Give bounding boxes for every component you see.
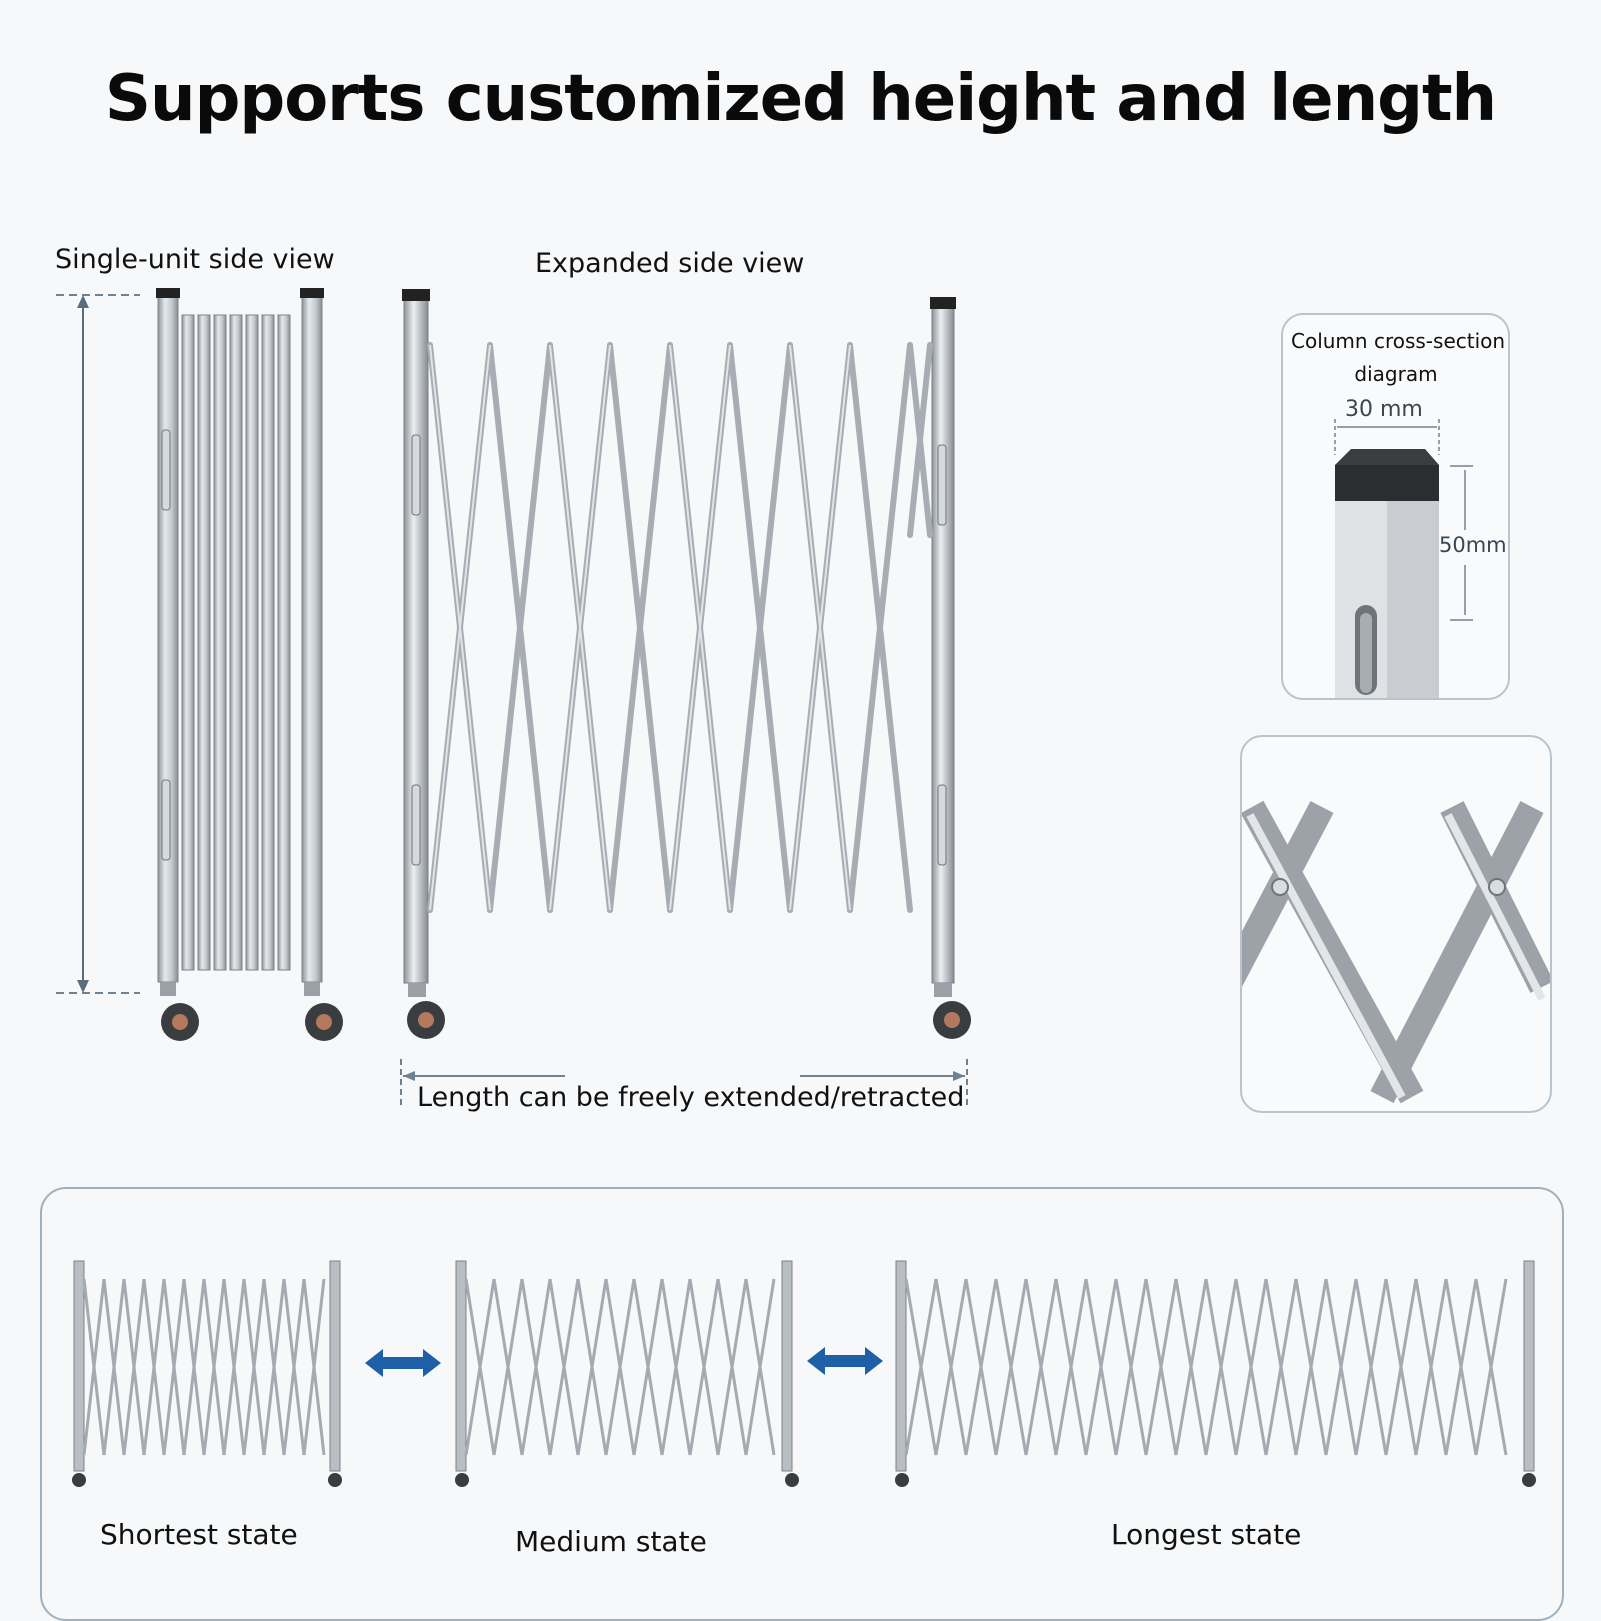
column-cross-section-illustration: [1334, 419, 1473, 698]
width-dimension-label: 30 mm: [1345, 397, 1423, 422]
single-unit-view-label: Single-unit side view: [55, 244, 335, 275]
shortest-state-gate: [72, 1260, 342, 1487]
length-note-label: Length can be freely extended/retracted: [417, 1082, 965, 1113]
medium-state-label: Medium state: [515, 1525, 707, 1558]
longest-state-gate: [895, 1260, 1536, 1487]
expanded-view-label: Expanded side view: [535, 248, 805, 279]
lattice-detail-panel: [1240, 735, 1552, 1113]
expand-arrow-left: [365, 1349, 441, 1377]
shortest-state-label: Shortest state: [100, 1518, 298, 1551]
cross-section-panel: Column cross-section diagram 30 mm 50mm: [1281, 313, 1510, 700]
single-unit-gate-illustration: [56, 288, 343, 1041]
lattice-joint-detail-illustration: [1242, 800, 1550, 1104]
length-dimension-line: [400, 1059, 968, 1105]
page-title: Supports customized height and length: [104, 62, 1497, 136]
expanded-gate-illustration: [402, 289, 971, 1039]
cross-section-title-line1: Column cross-section: [1291, 329, 1506, 353]
cross-section-title-line2: diagram: [1354, 362, 1438, 386]
depth-dimension-label: 50mm: [1439, 533, 1507, 557]
longest-state-label: Longest state: [1111, 1518, 1302, 1551]
medium-state-gate: [455, 1260, 799, 1487]
expand-arrow-right: [807, 1347, 883, 1375]
